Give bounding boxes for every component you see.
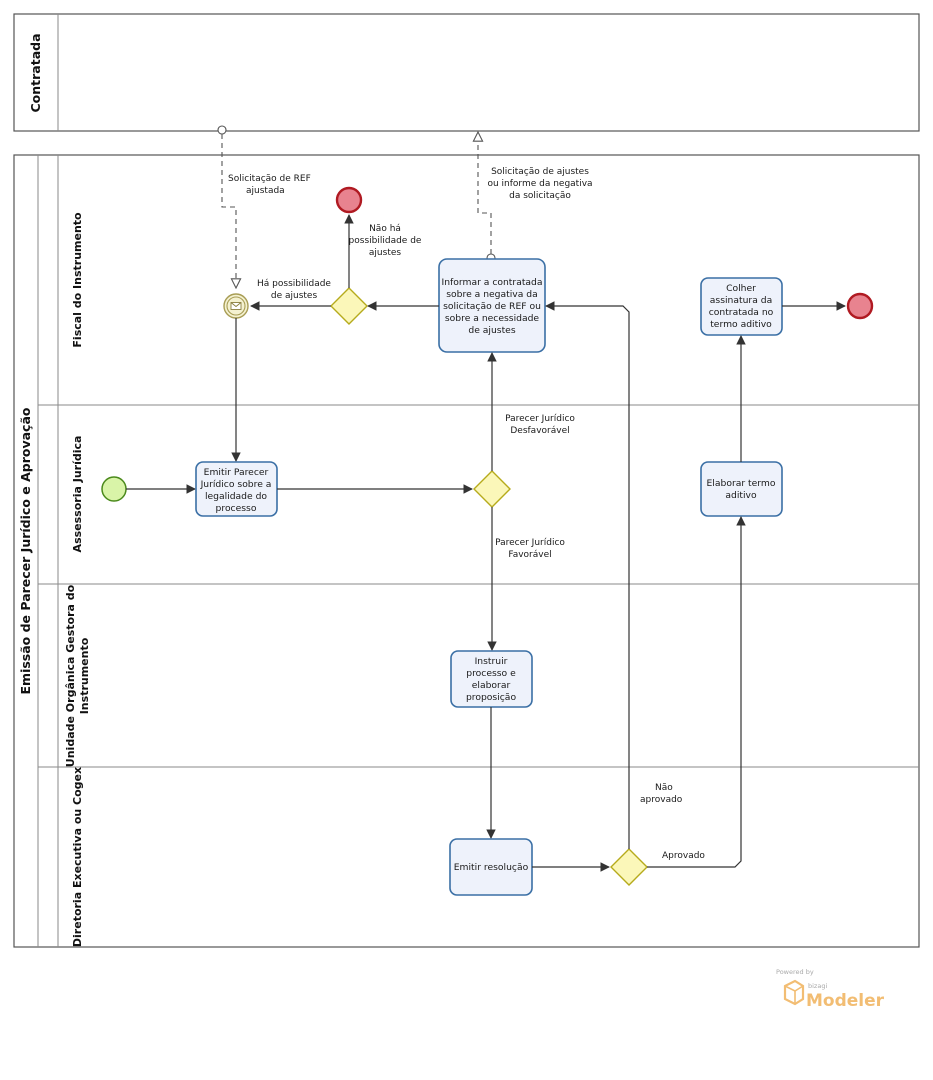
message-flow-ref — [221, 134, 236, 288]
end-event-final — [846, 292, 874, 320]
flow-label-nao-ha-3: ajustes — [369, 248, 401, 258]
svg-text:sobre a negativa da: sobre a negativa da — [446, 289, 537, 300]
end-event-sem-ajustes — [335, 186, 363, 214]
lane-title-unidade-2: Instrumento — [78, 637, 91, 714]
flow-label-ref-1: Solicitação de REF — [228, 174, 311, 184]
svg-text:Powered by: Powered by — [776, 968, 814, 976]
svg-text:solicitação de REF ou: solicitação de REF ou — [443, 301, 541, 312]
svg-text:proposição: proposição — [466, 692, 517, 703]
svg-text:aditivo: aditivo — [725, 490, 757, 501]
svg-text:termo aditivo: termo aditivo — [710, 319, 772, 330]
lane-title-fiscal: Fiscal do Instrumento — [71, 212, 84, 348]
pool-title-main: Emissão de Parecer Jurídico e Aprovação — [18, 407, 33, 694]
svg-text:Emitir resolução: Emitir resolução — [454, 862, 529, 873]
task-elaborar-termo[interactable]: Elaborar termo aditivo — [700, 461, 783, 517]
bizagi-modeler-logo: Powered by bizagi Modeler — [776, 968, 885, 1011]
lane-title-diretoria: Diretoria Executiva ou Cogex — [71, 767, 84, 947]
flow-label-nao-aprovado-2: aprovado — [640, 795, 683, 805]
svg-text:contratada no: contratada no — [709, 307, 774, 318]
svg-text:Jurídico sobre a: Jurídico sobre a — [200, 479, 272, 490]
gateway-aprovacao — [610, 848, 648, 886]
lane-title-unidade: Unidade Orgânica Gestora do — [64, 584, 77, 767]
pool-contratada — [13, 13, 920, 132]
task-emitir-resolucao[interactable]: Emitir resolução — [449, 838, 533, 896]
task-instruir-processo[interactable]: Instruir processo e elaborar proposição — [450, 650, 533, 708]
svg-text:bizagi: bizagi — [808, 982, 827, 990]
flow-label-nao-ha-1: Não há — [369, 224, 401, 234]
task-colher-assinatura[interactable]: Colher assinatura da contratada no termo… — [700, 277, 783, 336]
flow-label-favoravel-1: Parecer Jurídico — [495, 538, 565, 548]
pool-title-contratada: Contratada — [28, 33, 43, 112]
flow-label-aprovado: Aprovado — [662, 851, 705, 861]
flow-label-nao-aprovado-1: Não — [655, 783, 673, 793]
message-catch-event — [223, 293, 249, 319]
task-informar-contratada[interactable]: Informar a contratada sobre a negativa d… — [438, 258, 546, 353]
svg-text:processo: processo — [216, 503, 257, 514]
svg-text:de ajustes: de ajustes — [468, 325, 515, 336]
svg-text:Modeler: Modeler — [806, 991, 885, 1011]
svg-text:Colher: Colher — [726, 283, 756, 294]
lane-title-assessoria: Assessoria Jurídica — [71, 436, 84, 553]
start-event — [101, 476, 127, 502]
gateway-possibilidade-ajustes — [330, 287, 368, 325]
svg-text:Informar a contratada: Informar a contratada — [441, 277, 542, 288]
flow-label-nao-ha-2: possibilidade de — [349, 236, 422, 246]
svg-text:Elaborar termo: Elaborar termo — [707, 478, 776, 489]
flow-label-ajustes-3: da solicitação — [509, 191, 571, 201]
flow-label-desfavoravel-1: Parecer Jurídico — [505, 414, 575, 424]
flow-label-ha-2: de ajustes — [271, 291, 318, 301]
svg-text:elaborar: elaborar — [472, 680, 511, 691]
svg-text:assinatura da: assinatura da — [710, 295, 772, 306]
svg-text:sobre a necessidade: sobre a necessidade — [445, 313, 540, 324]
task-emitir-parecer[interactable]: Emitir Parecer Jurídico sobre a legalida… — [195, 461, 278, 517]
flow-label-favoravel-2: Favorável — [508, 550, 551, 560]
flow-label-ajustes-1: Solicitação de ajustes — [491, 167, 589, 177]
svg-text:legalidade do: legalidade do — [205, 491, 267, 502]
svg-text:Instruir: Instruir — [475, 656, 508, 667]
flow-label-ajustes-2: ou informe da negativa — [487, 179, 592, 189]
svg-text:Emitir Parecer: Emitir Parecer — [204, 467, 269, 478]
flow-nao-aprovado — [545, 301, 630, 849]
svg-text:processo e: processo e — [466, 668, 516, 679]
flow-label-ref-2: ajustada — [246, 186, 285, 196]
flow-label-ha-1: Há possibilidade — [257, 279, 331, 289]
message-flow-ajustes — [478, 132, 492, 254]
flow-label-desfavoravel-2: Desfavorável — [510, 426, 569, 436]
flow-aprovado — [647, 516, 746, 868]
